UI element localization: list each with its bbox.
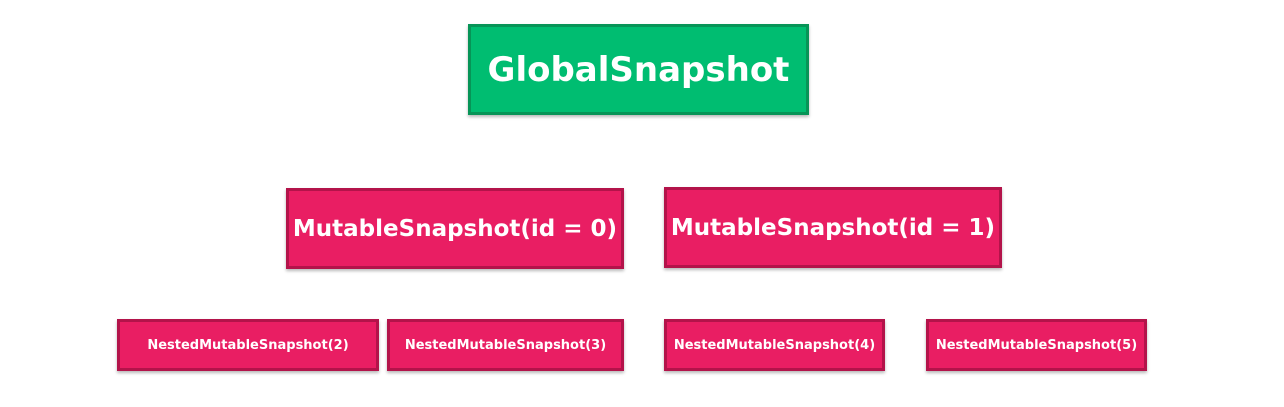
mutable-snapshot-0-node: MutableSnapshot(id = 0) <box>286 188 624 269</box>
nested-mutable-snapshot-5-node: NestedMutableSnapshot(5) <box>926 319 1147 371</box>
mutable-snapshot-1-node: MutableSnapshot(id = 1) <box>664 187 1002 268</box>
nested-mutable-snapshot-2-node: NestedMutableSnapshot(2) <box>117 319 379 371</box>
nested-mutable-snapshot-5-label: NestedMutableSnapshot(5) <box>935 337 1138 353</box>
nested-mutable-snapshot-3-node: NestedMutableSnapshot(3) <box>387 319 624 371</box>
global-snapshot-node: GlobalSnapshot <box>468 24 809 115</box>
mutable-snapshot-1-label: MutableSnapshot(id = 1) <box>670 214 996 241</box>
nested-mutable-snapshot-3-label: NestedMutableSnapshot(3) <box>404 337 607 353</box>
mutable-snapshot-0-label: MutableSnapshot(id = 0) <box>292 215 618 242</box>
nested-mutable-snapshot-4-node: NestedMutableSnapshot(4) <box>664 319 885 371</box>
nested-mutable-snapshot-2-label: NestedMutableSnapshot(2) <box>147 337 349 353</box>
global-snapshot-label: GlobalSnapshot <box>487 49 790 90</box>
nested-mutable-snapshot-4-label: NestedMutableSnapshot(4) <box>673 337 876 353</box>
